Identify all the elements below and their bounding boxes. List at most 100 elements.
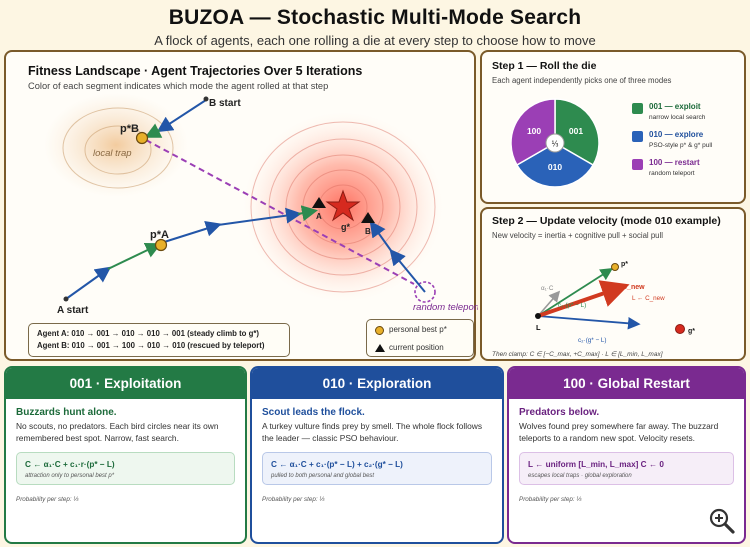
agent-a-marker-label: A [316,212,322,221]
exploration-heading: Scout leads the flock. [262,407,365,418]
current-position-legend-label: current position [389,343,444,352]
landscape-panel: Fitness Landscape · Agent Trajectories O… [4,50,478,361]
alpha-c-label: α₁·C [541,285,554,292]
exploration-text: A turkey vulture finds prey by smell. Th… [262,421,483,443]
l-new-label: L ← C_new [632,295,665,302]
exploitation-formula: C ← α₁·C + c₁·r·(p* − L) [25,460,115,469]
step1-title: Step 1 — Roll the die [492,60,597,72]
restart-card: 100 · Global Restart Predators below. Wo… [507,366,746,544]
agent-a-segment-5 [297,205,318,222]
agent-b-sequence: Agent B: 010 → 001 → 100 → 010 → 010 (re… [37,341,265,350]
local-trap-label: local trap [93,148,132,159]
g-star-label-step2: g* [688,328,695,335]
exploitation-text: No scouts, no predators. Each bird circl… [16,421,219,443]
exploitation-card-header: 001 · Exploitation [6,368,245,399]
pie-slice-010 [515,142,595,188]
c2-term-label: c₂·(g* − L) [578,337,607,344]
page-header: BUZOA — Stochastic Multi-Mode Search A f… [0,6,750,48]
personal-best-b-icon [135,131,149,145]
exploitation-formula-box: C ← α₁·C + c₁·r·(p* − L) attraction only… [16,452,235,485]
pie-center [545,133,565,153]
agent-b-segment-4 [389,248,426,293]
teleport-target [414,281,436,303]
b-start-dot [203,96,209,102]
exploitation-formula-note: attraction only to personal best p* [25,473,115,479]
agent-b-position-icon [361,212,375,223]
restart-heading: Predators below. [519,407,600,418]
trap-contours [62,107,174,189]
inertia-arrow [537,290,561,317]
b-start-label: B start [209,98,241,109]
step2-panel: Step 2 — Update velocity (mode 010 examp… [480,207,746,361]
exploration-card-header: 010 · Exploration [252,368,502,399]
restart-text: Wolves found prey somewhere far away. Th… [519,421,719,443]
personal-best-legend-label: personal best p* [389,325,447,334]
c1-term-label: c₁·(p* − L) [558,302,586,309]
current-position-legend-icon [375,344,385,352]
velocity-diagram: L p* g* α₁·C c₁·(p* − L) C_new L ← C_new… [535,261,695,344]
a-start-dot [63,296,69,302]
page-subtitle: A flock of agents, each one rolling a di… [154,33,596,48]
explore-legend-title: 010 — explore [649,130,704,139]
c-new-label: C_new [622,284,645,291]
g-star-label: g* [341,222,350,232]
teleport-path [145,139,415,285]
pbest-b-label: p*B [120,123,139,135]
p-star-dot-icon [611,263,619,271]
exploration-card: 010 · Exploration Scout leads the flock.… [250,366,504,544]
explore-swatch-icon [632,131,643,142]
agent-b-segment-1 [156,99,207,133]
restart-legend-desc: random teleport [649,170,695,177]
landscape-subtitle: Color of each segment indicates which mo… [28,81,329,91]
exploitation-probability: Probability per step: ⅓ [16,496,79,503]
landscape-title: Fitness Landscape · Agent Trajectories O… [28,64,363,78]
clamp-note: Then clamp: C ∈ [−C_max, +C_max] · L ∈ [… [492,351,663,358]
social-arrow [537,315,641,330]
agent-a-sequence: Agent A: 010 → 001 → 010 → 010 → 001 (st… [37,329,260,338]
exploit-legend-desc: narrow local search [649,114,706,121]
restart-probability: Probability per step: ⅓ [519,496,582,503]
zoom-in-icon[interactable] [708,507,736,535]
agent-b-segment-2 [144,123,163,138]
restart-formula-note: escapes local traps · global exploration [528,473,632,479]
restart-card-header: 100 · Global Restart [509,368,744,399]
exploration-formula: C ← α₁·C + c₁·(p* − L) + c₂·(g* − L) [271,460,403,469]
step2-title: Step 2 — Update velocity (mode 010 examp… [492,215,721,227]
agent-a-segment-2 [107,242,162,270]
landscape-legend: personal best p* current position [366,319,474,357]
exploit-legend-title: 001 — exploit [649,102,701,111]
position-l-dot [535,313,541,319]
restart-legend-title: 100 — restart [649,158,700,167]
p-star-label: p* [621,261,628,268]
restart-formula: L ← uniform [L_min, L_max] C ← 0 [528,460,664,469]
c-new-arrow [537,280,630,318]
explore-legend-desc: PSO-style p* & g* pull [649,142,713,149]
agent-sequence-box: Agent A: 010 → 001 → 010 → 010 → 001 (st… [28,323,290,357]
pie-slice-100 [510,98,556,167]
agent-a-segment-3 [160,220,222,244]
personal-best-legend-icon [375,326,384,335]
exploration-formula-box: C ← α₁·C + c₁·(p* − L) + c₂·(g* − L) pul… [262,452,492,485]
local-trap-glow [44,93,188,197]
exploration-probability: Probability per step: ⅓ [262,496,325,503]
l-label: L [536,323,541,332]
step1-panel: Step 1 — Roll the die Each agent indepen… [480,50,746,204]
personal-best-a-icon [154,238,168,252]
agent-a-segment-1 [65,266,112,300]
step2-subtitle: New velocity = inertia + cognitive pull … [492,231,663,240]
pie-center-label: ⅓ [552,140,559,149]
restart-swatch-icon [632,159,643,170]
landscape-diagram: local trap random teleport B start A sta… [44,93,478,316]
agent-a-position-icon [312,197,326,208]
step1-subtitle: Each agent independently picks one of th… [492,76,672,85]
pie-label-100: 100 [527,126,541,136]
agent-b-segment-5 [369,220,393,253]
exploitation-heading: Buzzards hunt alone. [16,407,117,418]
cognitive-arrow [537,268,614,317]
restart-formula-box: L ← uniform [L_min, L_max] C ← 0 escapes… [519,452,734,485]
pie-label-010: 010 [548,162,562,172]
exploitation-card: 001 · Exploitation Buzzards hunt alone. … [4,366,247,544]
pbest-a-label: p*A [150,229,169,241]
a-start-label: A start [57,305,89,316]
agent-a-segment-4 [217,207,302,226]
